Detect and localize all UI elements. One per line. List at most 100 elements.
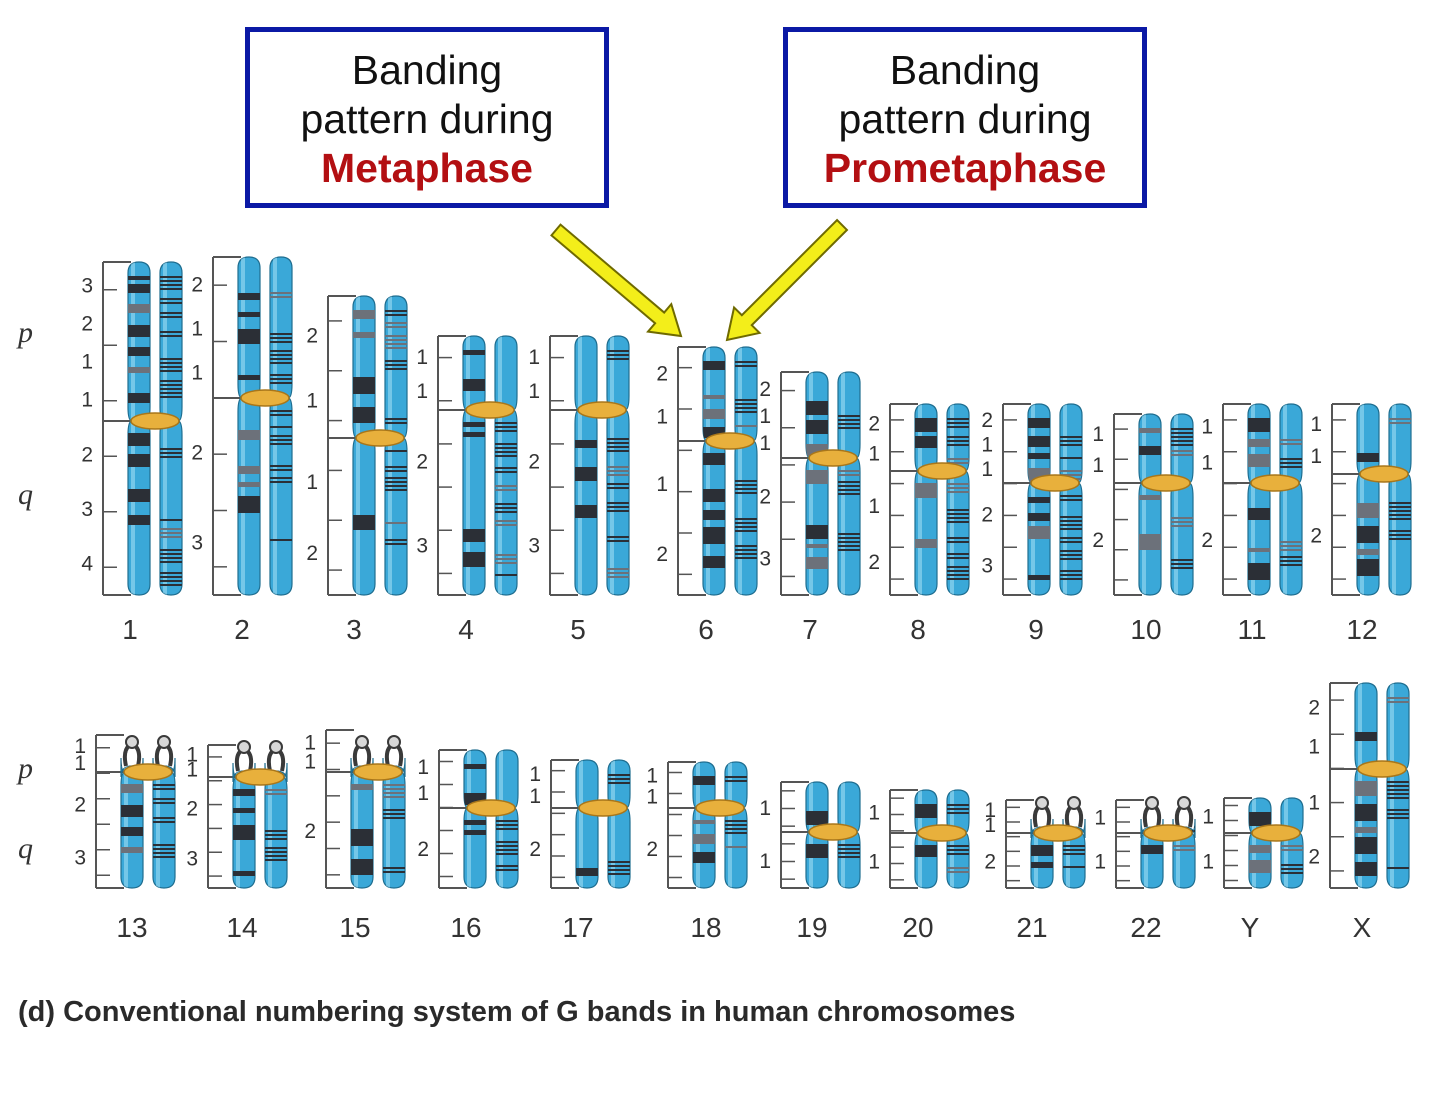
g-band (1248, 439, 1270, 447)
ruler-number: 2 (528, 450, 540, 473)
ruler-number: 2 (981, 409, 993, 432)
arm-label-p: p (16, 752, 33, 785)
g-band (703, 395, 725, 399)
g-band (128, 347, 150, 356)
metaphase-chromatid (1027, 403, 1051, 596)
g-band (495, 471, 517, 473)
centromere (235, 768, 285, 786)
g-band (385, 314, 407, 316)
g-band (608, 861, 630, 863)
centromere (1250, 474, 1300, 492)
g-band (463, 529, 485, 542)
chromatid-bands (1357, 404, 1379, 595)
g-band (735, 492, 757, 494)
arm-labels: p q p q (16, 316, 33, 865)
g-band (1171, 436, 1193, 438)
chromatid-bands (1281, 798, 1303, 888)
g-band (608, 865, 630, 867)
g-band (947, 578, 969, 580)
g-band (270, 354, 292, 356)
g-band (351, 829, 373, 846)
chromatid-highlight (386, 758, 390, 888)
ruler-number: 2 (417, 838, 429, 861)
chromatid-bands (1355, 683, 1377, 888)
g-band (270, 337, 292, 339)
g-band (270, 292, 292, 294)
metaphase-chromatid (463, 749, 487, 889)
g-band (495, 562, 517, 564)
callout-line: Banding (351, 47, 503, 93)
g-band (735, 484, 757, 486)
prometaphase-chromatid (946, 403, 970, 596)
g-band (607, 510, 629, 512)
g-band (495, 455, 517, 457)
ruler-number: 1 (81, 388, 93, 411)
satellite-knob (1177, 796, 1191, 810)
g-band (1173, 849, 1195, 851)
ruler-number: 1 (1092, 423, 1104, 446)
arm-label-q: q (18, 478, 33, 511)
g-band (495, 467, 517, 469)
g-band (270, 341, 292, 343)
g-band (607, 442, 629, 444)
band-ruler: 112 (304, 729, 356, 889)
metaphase-chromatid (127, 261, 151, 596)
g-band (947, 491, 969, 493)
chromosome-number-label: 1 (122, 614, 138, 645)
chromatid-bands (703, 347, 725, 595)
g-band (1355, 804, 1377, 821)
ruler-number: 1 (74, 735, 86, 758)
g-band (238, 329, 260, 344)
ruler-number: 1 (868, 802, 880, 825)
centromere (1030, 474, 1080, 492)
g-band (495, 554, 517, 556)
g-band (496, 828, 518, 830)
g-band (1060, 499, 1082, 501)
chromatid-bands (915, 404, 937, 595)
g-band (947, 426, 969, 428)
centromere (465, 401, 515, 419)
ruler-number: 1 (191, 362, 203, 385)
prometaphase-chromatid (494, 335, 518, 596)
satellite-knob (1035, 796, 1049, 810)
g-band (1387, 867, 1409, 869)
g-band (838, 844, 860, 846)
g-band (703, 510, 725, 520)
g-band (160, 519, 182, 521)
chromosome-number-label: Y (1241, 912, 1260, 943)
g-band (160, 549, 182, 551)
chromatid-highlight (610, 336, 614, 595)
g-band (1389, 422, 1411, 424)
ruler-number: 1 (191, 318, 203, 341)
chromatid-bands (725, 762, 747, 888)
g-band (385, 466, 407, 468)
g-band (608, 774, 630, 776)
g-band (1387, 797, 1409, 799)
chromatid-highlight (356, 296, 360, 595)
chromatid-bands (608, 760, 630, 888)
g-band (1389, 534, 1411, 536)
g-band (495, 447, 517, 449)
g-band (607, 474, 629, 476)
band-ruler: 112 (646, 761, 698, 889)
metaphase-chromatid (702, 346, 726, 596)
g-band (607, 354, 629, 356)
g-band (270, 439, 292, 441)
g-band (735, 403, 757, 405)
g-band (160, 553, 182, 555)
chromatid-highlight (706, 347, 710, 595)
g-band (607, 446, 629, 448)
metaphase-chromatid (1356, 403, 1380, 596)
g-band (238, 312, 260, 317)
g-band (1139, 428, 1161, 433)
chromatid-bands (838, 372, 860, 595)
g-band (693, 834, 715, 844)
g-band (160, 561, 182, 563)
g-band (265, 789, 287, 791)
g-band (160, 280, 182, 282)
g-band (153, 788, 175, 790)
